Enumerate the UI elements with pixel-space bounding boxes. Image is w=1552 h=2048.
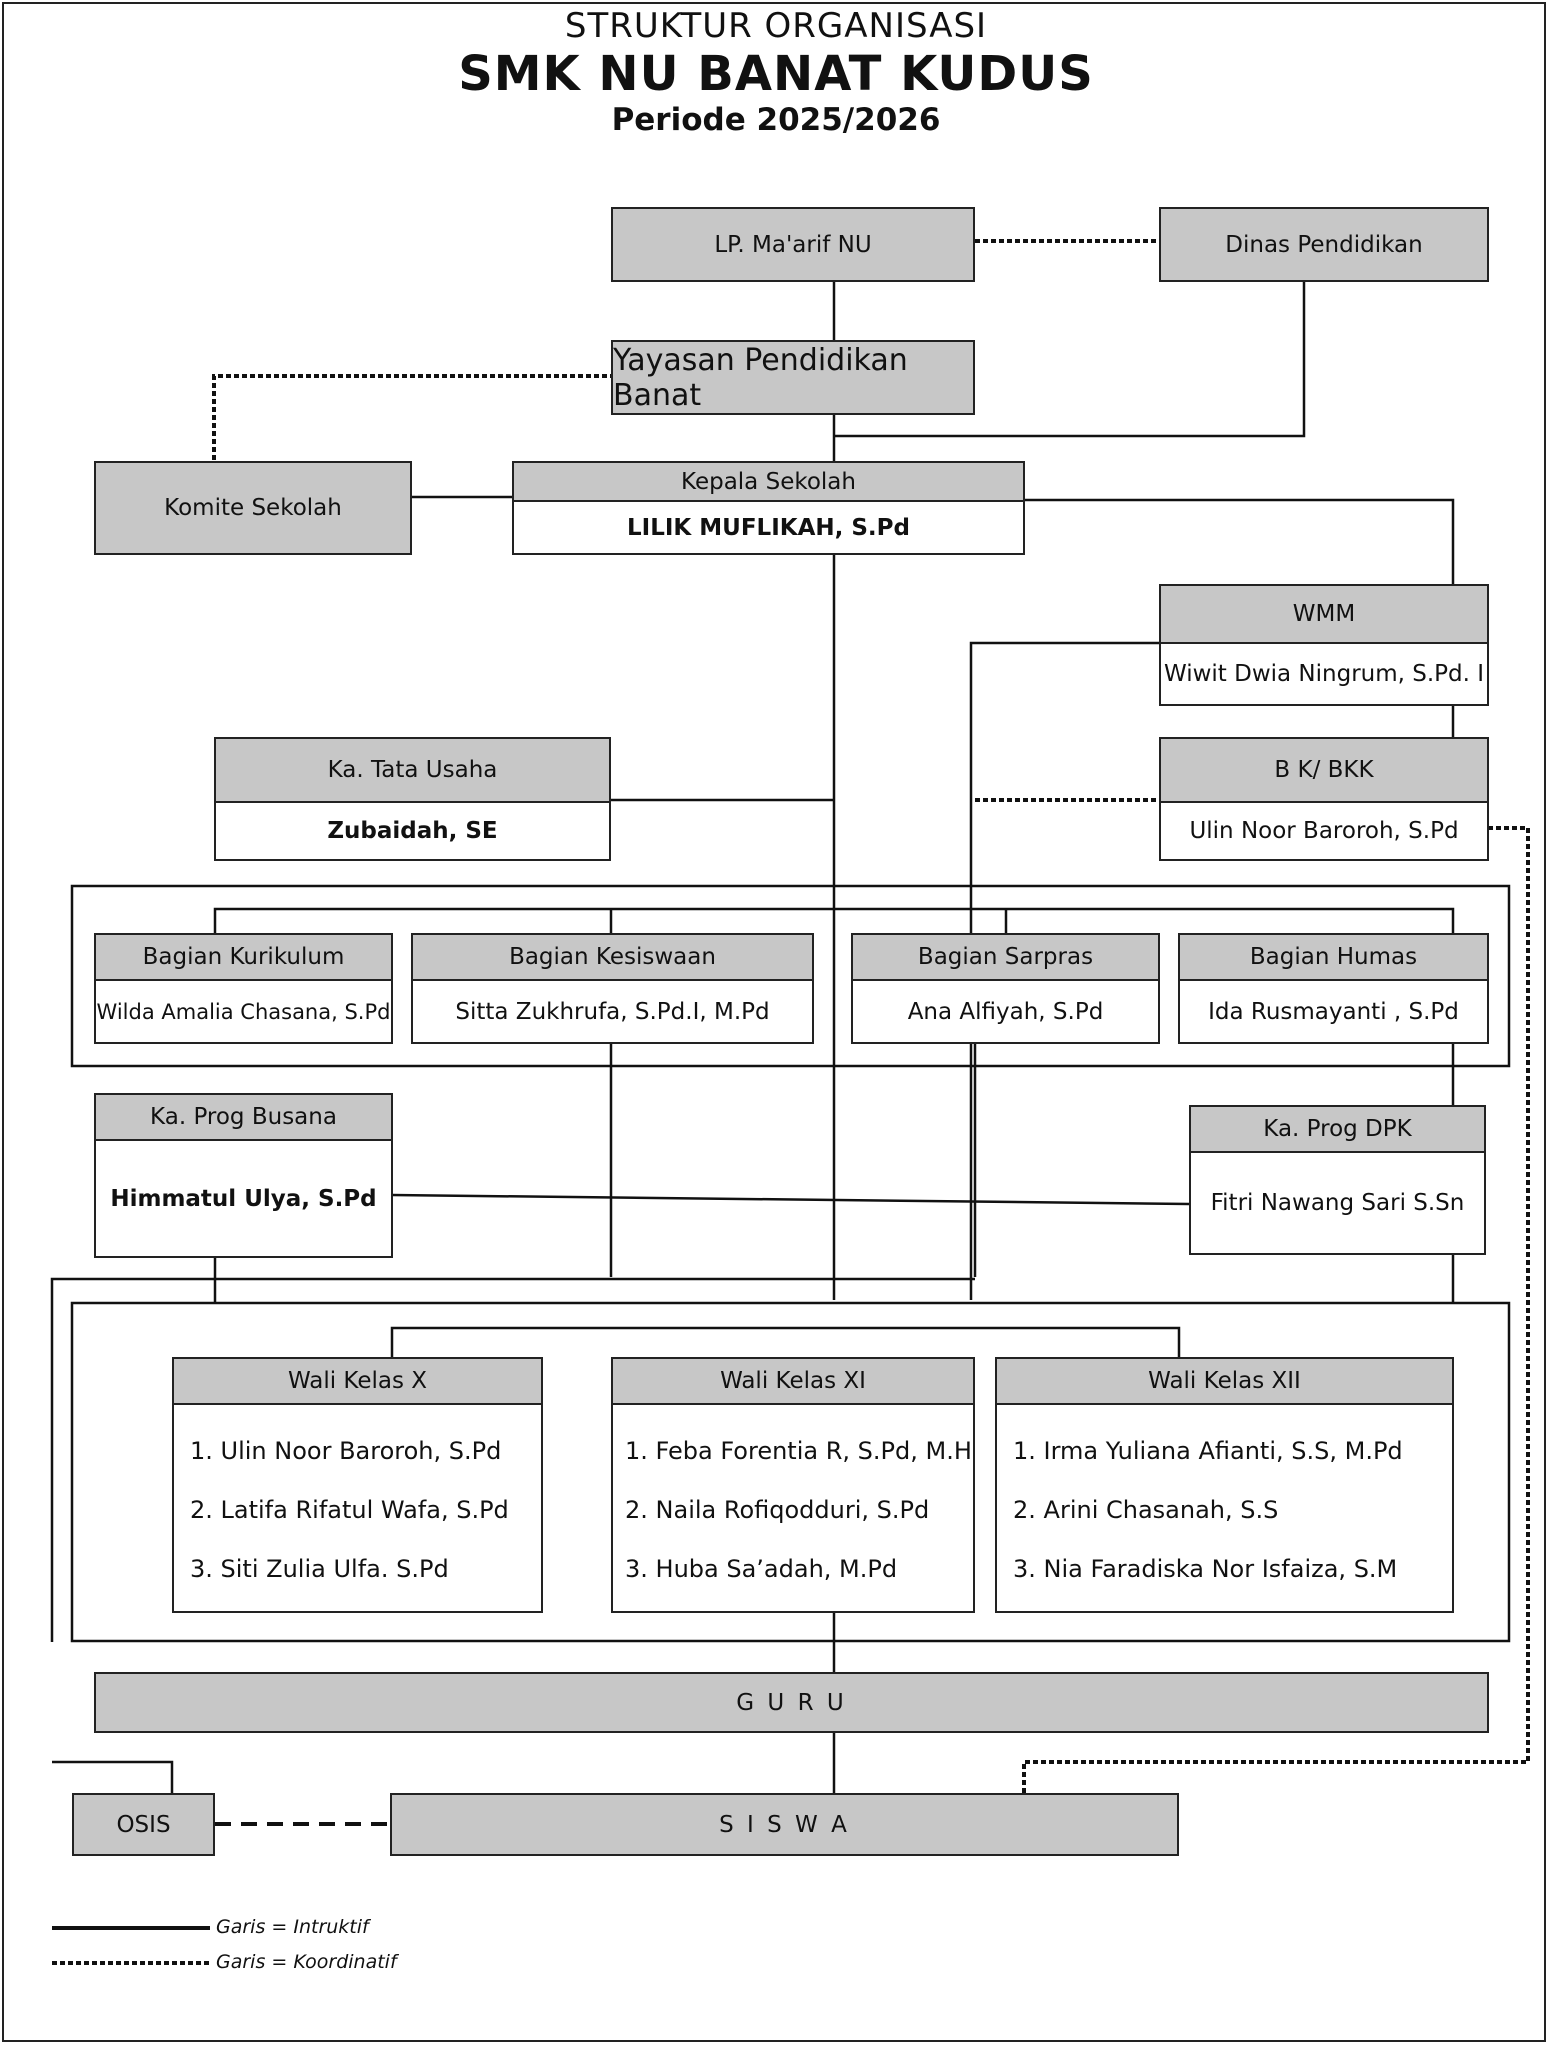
wali-group-frame xyxy=(70,1301,1511,1643)
bk-role: B K/ BKK xyxy=(1161,739,1487,803)
sarpras-name: Ana Alfiyah, S.Pd xyxy=(907,998,1104,1025)
node-wali-kelas-xii: Wali Kelas XII 1. Irma Yuliana Afianti, … xyxy=(995,1357,1454,1613)
node-wmm: WMM Wiwit Dwia Ningrum, S.Pd. I xyxy=(1159,584,1489,706)
node-kepala-sekolah: Kepala Sekolah LILIK MUFLIKAH, S.Pd xyxy=(512,461,1025,555)
line-to-osis xyxy=(52,1760,174,1797)
wali-xii-member: 1. Irma Yuliana Afianti, S.S, M.Pd xyxy=(1013,1436,1403,1465)
sarpras-role: Bagian Sarpras xyxy=(853,935,1158,981)
wali-xi-member: 3. Huba Sa’adah, M.Pd xyxy=(625,1554,898,1583)
legend-dotted-label: Garis = Koordinatif xyxy=(216,1951,397,1973)
line-wali-bus xyxy=(390,1326,1181,1357)
dotted-komite-yayasan xyxy=(212,374,611,460)
node-lp-maarif: LP. Ma'arif NU xyxy=(611,207,975,282)
humas-name: Ida Rusmayanti , S.Pd xyxy=(1208,998,1459,1025)
chart-title-period: Periode 2025/2026 xyxy=(611,102,941,138)
wali-xi-member: 1. Feba Forentia R, S.Pd, M.H xyxy=(625,1436,972,1465)
wali-x-member: 1. Ulin Noor Baroroh, S.Pd xyxy=(190,1436,502,1465)
line-wmm-sarpras xyxy=(969,641,1159,1300)
kepala-role: Kepala Sekolah xyxy=(514,463,1023,502)
node-tata-usaha: Ka. Tata Usaha Zubaidah, SE xyxy=(214,737,611,861)
kepala-name: LILIK MUFLIKAH, S.Pd xyxy=(627,514,910,541)
chart-title-line2: SMK NU BANAT KUDUS xyxy=(458,46,1094,102)
wali-x-role: Wali Kelas X xyxy=(174,1359,541,1405)
wali-xii-role: Wali Kelas XII xyxy=(997,1359,1452,1405)
wali-x-member: 3. Siti Zulia Ulfa. S.Pd xyxy=(190,1554,449,1583)
legend-solid-label: Garis = Intruktif xyxy=(216,1916,369,1938)
node-kaprog-dpk: Ka. Prog DPK Fitri Nawang Sari S.Sn xyxy=(1189,1105,1486,1255)
line-dinas-yayasan xyxy=(834,282,1306,438)
wali-xii-member: 2. Arini Chasanah, S.S xyxy=(1013,1495,1279,1524)
busana-role: Ka. Prog Busana xyxy=(96,1095,391,1141)
tu-role: Ka. Tata Usaha xyxy=(216,739,609,803)
line-kepala-wmm xyxy=(1025,498,1455,584)
kurikulum-name: Wilda Amalia Chasana, S.Pd xyxy=(96,999,391,1024)
node-yayasan: Yayasan Pendidikan Banat xyxy=(611,340,975,415)
wmm-role: WMM xyxy=(1161,586,1487,644)
kurikulum-role: Bagian Kurikulum xyxy=(96,935,391,981)
node-wali-kelas-xi: Wali Kelas XI 1. Feba Forentia R, S.Pd, … xyxy=(611,1357,975,1613)
node-dinas-pendidikan: Dinas Pendidikan xyxy=(1159,207,1489,282)
wali-x-member: 2. Latifa Rifatul Wafa, S.Pd xyxy=(190,1495,509,1524)
wali-xi-role: Wali Kelas XI xyxy=(613,1359,973,1405)
node-siswa: S I S W A xyxy=(390,1793,1179,1856)
line-busana-dpk xyxy=(391,1193,1190,1206)
line-left-osis xyxy=(50,1277,975,1642)
kesiswaan-name: Sitta Zukhrufa, S.Pd.I, M.Pd xyxy=(455,998,770,1025)
tu-name: Zubaidah, SE xyxy=(327,818,498,844)
dpk-role: Ka. Prog DPK xyxy=(1191,1107,1484,1153)
line-bagian-bus xyxy=(213,907,1455,933)
humas-role: Bagian Humas xyxy=(1180,935,1487,981)
node-bagian-kurikulum: Bagian Kurikulum Wilda Amalia Chasana, S… xyxy=(94,933,393,1044)
node-komite-sekolah: Komite Sekolah xyxy=(94,461,412,555)
node-bagian-sarpras: Bagian Sarpras Ana Alfiyah, S.Pd xyxy=(851,933,1160,1044)
dotted-bk-siswa xyxy=(1022,826,1530,1793)
bk-name: Ulin Noor Baroroh, S.Pd xyxy=(1189,818,1459,844)
wali-xii-member: 3. Nia Faradiska Nor Isfaiza, S.M xyxy=(1013,1554,1398,1583)
node-bk-bkk: B K/ BKK Ulin Noor Baroroh, S.Pd xyxy=(1159,737,1489,861)
node-osis: OSIS xyxy=(72,1793,215,1856)
dpk-name: Fitri Nawang Sari S.Sn xyxy=(1210,1190,1465,1216)
wali-xi-member: 2. Naila Rofiqodduri, S.Pd xyxy=(625,1495,930,1524)
node-guru: G U R U xyxy=(94,1672,1489,1733)
node-kaprog-busana: Ka. Prog Busana Himmatul Ulya, S.Pd xyxy=(94,1093,393,1258)
wmm-name: Wiwit Dwia Ningrum, S.Pd. I xyxy=(1163,661,1485,687)
bagian-group-frame xyxy=(70,884,1511,1068)
node-bagian-kesiswaan: Bagian Kesiswaan Sitta Zukhrufa, S.Pd.I,… xyxy=(411,933,814,1044)
busana-name: Himmatul Ulya, S.Pd xyxy=(110,1185,377,1212)
chart-title-line1: STRUKTUR ORGANISASI xyxy=(564,6,988,46)
node-wali-kelas-x: Wali Kelas X 1. Ulin Noor Baroroh, S.Pd … xyxy=(172,1357,543,1613)
node-bagian-humas: Bagian Humas Ida Rusmayanti , S.Pd xyxy=(1178,933,1489,1044)
kesiswaan-role: Bagian Kesiswaan xyxy=(413,935,812,981)
